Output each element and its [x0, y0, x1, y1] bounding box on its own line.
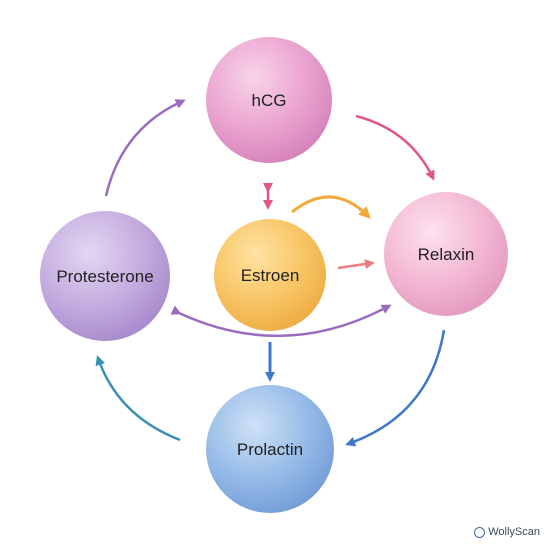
arrow-relaxin-progesterone-double [170, 304, 392, 338]
watermark: WollyScan [474, 526, 540, 538]
watermark-text: WollyScan [488, 526, 540, 538]
node-estrogen: Estroen [214, 219, 326, 331]
node-relaxin: Relaxin [384, 192, 508, 316]
arrow-progesterone-to-hcg [104, 99, 186, 197]
node-hcg-label: hCG [252, 91, 287, 110]
arrow-hcg-to-relaxin [355, 114, 435, 181]
node-progesterone: Protesterone [40, 211, 170, 341]
arrow-relaxin-to-prolactin [345, 329, 446, 447]
node-estrogen-circle [214, 219, 326, 331]
node-hcg: hCG [206, 37, 332, 163]
node-prolactin: Prolactin [206, 385, 334, 513]
node-progesterone-circle [40, 211, 170, 341]
arrow-estrogen-to-relaxin-orange [291, 195, 371, 219]
node-relaxin-label: Relaxin [418, 245, 475, 264]
node-prolactin-label: Prolactin [237, 440, 303, 459]
node-relaxin-circle [384, 192, 508, 316]
node-estrogen-label: Estroen [241, 266, 300, 285]
arrow-prolactin-to-progesterone [95, 355, 181, 442]
node-progesterone-label: Protesterone [56, 267, 153, 286]
node-prolactin-circle [206, 385, 334, 513]
node-hcg-circle [206, 37, 332, 163]
watermark-logo-icon [474, 526, 486, 538]
arrow-estrogen-to-relaxin-salmon [337, 259, 375, 270]
